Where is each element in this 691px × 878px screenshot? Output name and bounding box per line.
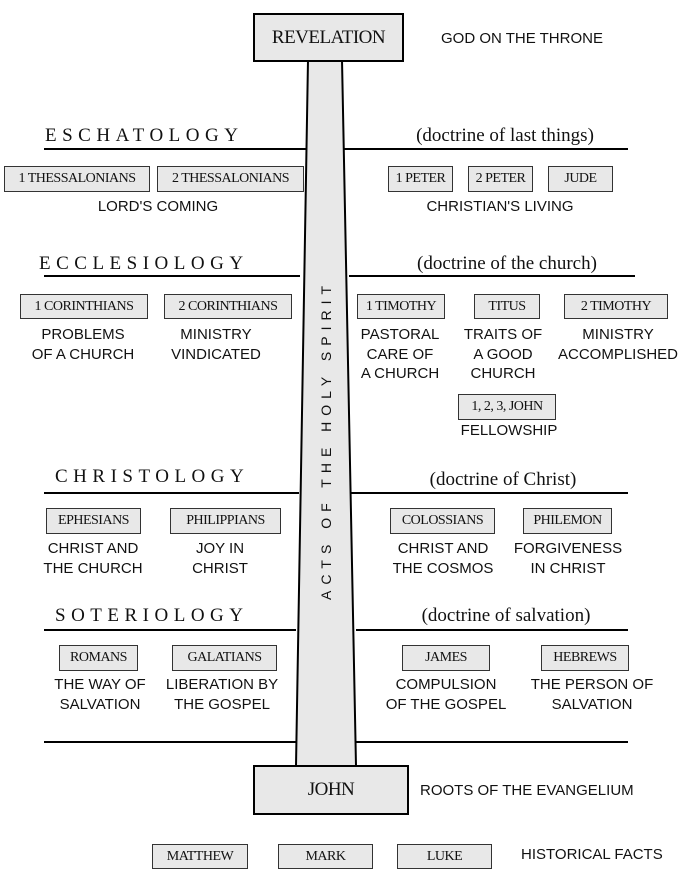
book-box: JUDE [548, 166, 613, 192]
revelation-box: REVELATION [253, 13, 404, 62]
john-label: ROOTS OF THE EVANGELIUM [420, 782, 634, 799]
book-box: ROMANS [59, 645, 138, 671]
book-box: GALATIANS [172, 645, 277, 671]
section-subtitle: (doctrine of salvation) [421, 605, 591, 626]
divider [343, 148, 628, 150]
book-box: TITUS [474, 294, 540, 319]
book-box: PHILIPPIANS [170, 508, 281, 534]
divider [356, 629, 628, 631]
book-box: 2 CORINTHIANS [164, 294, 292, 319]
book-box: LUKE [397, 844, 492, 869]
divider [44, 275, 300, 277]
book-box: 1 THESSALONIANS [4, 166, 150, 192]
book-box: MARK [278, 844, 373, 869]
caption: LORD'S COMING [97, 198, 219, 215]
divider [356, 741, 628, 743]
section-title: CHRISTOLOGY [55, 466, 250, 487]
book-box: 1 CORINTHIANS [20, 294, 148, 319]
book-box: 2 PETER [468, 166, 533, 192]
divider [350, 492, 628, 494]
revelation-label: GOD ON THE THRONE [441, 30, 603, 47]
section-title: SOTERIOLOGY [55, 605, 249, 626]
synoptics-label: HISTORICAL FACTS [521, 846, 663, 863]
section-subtitle: (doctrine of the church) [417, 253, 597, 274]
john-box: JOHN [253, 765, 409, 815]
divider [44, 629, 296, 631]
divider [44, 148, 306, 150]
book-box: 1, 2, 3, JOHN [458, 394, 556, 420]
pillar-label: ACTS OF THE HOLY SPIRIT [318, 279, 334, 601]
section-subtitle: (doctrine of last things) [416, 125, 594, 146]
book-box: 1 PETER [388, 166, 453, 192]
book-box: 2 TIMOTHY [564, 294, 668, 319]
section-title: ESCHATOLOGY [45, 125, 244, 146]
book-box: EPHESIANS [46, 508, 141, 534]
book-box: COLOSSIANS [390, 508, 495, 534]
caption: CHRISTIAN'S LIVING [426, 198, 574, 215]
divider [349, 275, 635, 277]
book-box: 1 TIMOTHY [357, 294, 445, 319]
divider [44, 492, 299, 494]
book-box: 2 THESSALONIANS [157, 166, 304, 192]
book-box: PHILEMON [523, 508, 612, 534]
section-subtitle: (doctrine of Christ) [429, 469, 577, 490]
book-box: HEBREWS [541, 645, 629, 671]
book-box: MATTHEW [152, 844, 248, 869]
caption: FELLOWSHIP [460, 422, 558, 439]
book-box: JAMES [402, 645, 490, 671]
section-title: ECCLESIOLOGY [39, 253, 249, 274]
divider [44, 741, 296, 743]
